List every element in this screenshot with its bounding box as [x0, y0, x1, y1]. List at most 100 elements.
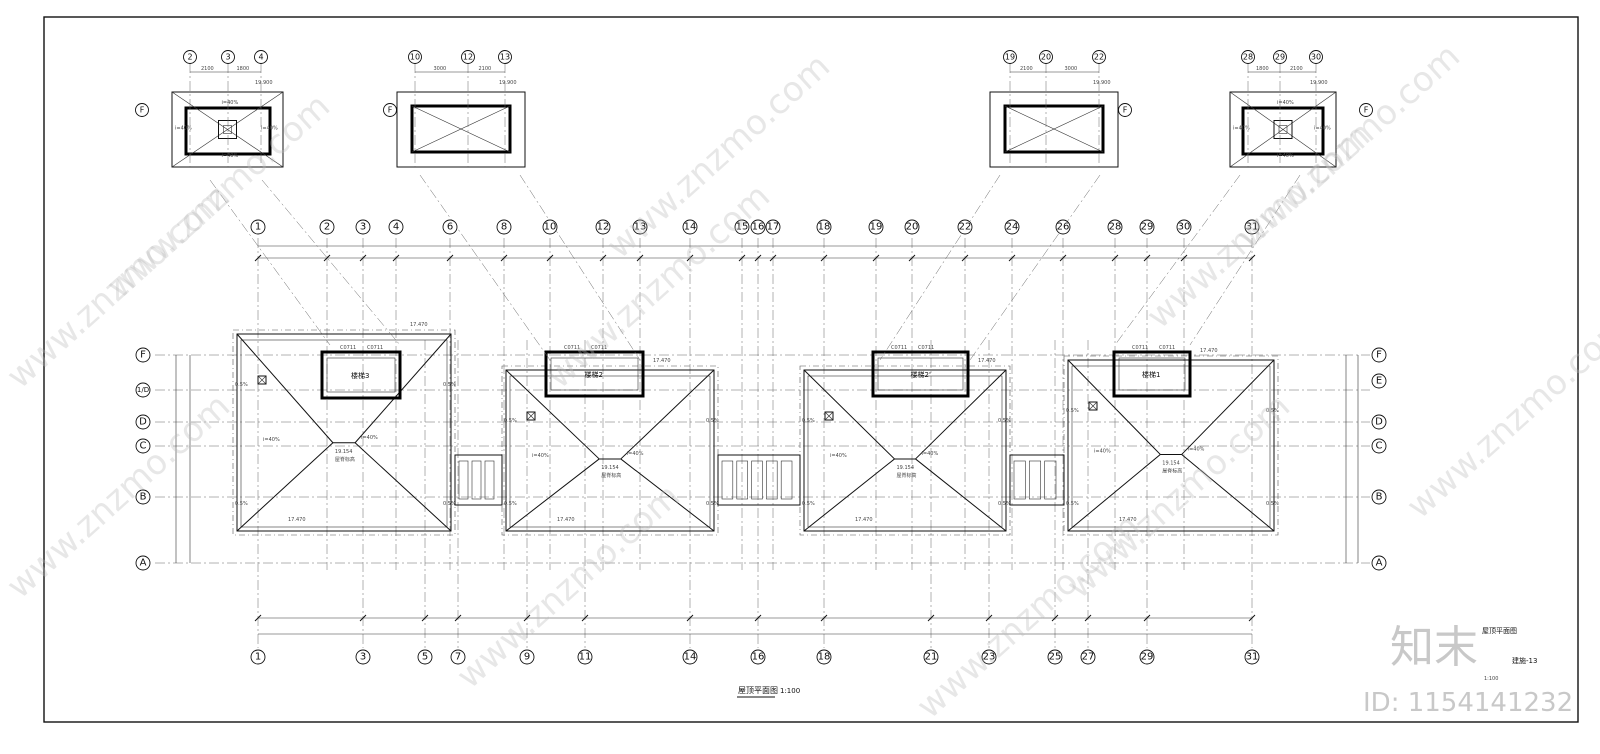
slope-label: i=40%	[922, 451, 939, 457]
axis-label-top: 15	[736, 222, 749, 233]
top-dim-tick	[254, 254, 262, 262]
slope-small: 0.5%	[706, 418, 719, 424]
axis-bubble-left	[135, 489, 151, 505]
axis-label-top: 2	[324, 222, 330, 233]
roof-eave-0	[236, 333, 452, 532]
eave-elevation: 17.470	[855, 517, 873, 523]
detail-slope: i=40%	[1277, 100, 1294, 106]
axis-bubble-top	[496, 219, 512, 235]
window-tag: C0711	[367, 345, 383, 351]
slope-label: i=40%	[1094, 448, 1111, 454]
top-dim-tick	[1008, 254, 1016, 262]
detail-dim: 2100	[1020, 66, 1033, 72]
top-dim-tick	[820, 254, 828, 262]
axis-label-bottom: 27	[1082, 652, 1095, 663]
bottom-dim-tick	[421, 614, 429, 622]
axis-bubble-left	[135, 347, 151, 363]
corridor-panel	[1013, 460, 1026, 500]
detail-axis-label: 30	[1311, 53, 1321, 62]
detail-slope: i=40%	[222, 100, 239, 106]
detail-leader	[261, 179, 401, 346]
axis-bubble-bottom	[577, 649, 593, 665]
bottom-dim-tick	[820, 614, 828, 622]
axis-label-left: C	[140, 441, 147, 452]
axis-label-left: 1/D	[137, 386, 149, 394]
axis-label-left: B	[140, 492, 147, 503]
detail-outline-1	[396, 91, 526, 168]
axis-label-right: B	[1376, 492, 1383, 503]
detail-dim: 3000	[434, 66, 447, 72]
sheet-number: 建施-13	[1512, 656, 1537, 665]
detail-leader	[1114, 174, 1241, 346]
detail-dim: 2100	[479, 66, 492, 72]
axis-bubble-top	[904, 219, 920, 235]
slope-label: i=40%	[361, 435, 378, 441]
axis-bubble-left	[135, 555, 151, 571]
detail-axis-bubble	[461, 50, 475, 64]
axis-bubble-bottom	[450, 649, 466, 665]
axis-label-bottom: 23	[983, 652, 996, 663]
detail-axis-label: 13	[500, 53, 510, 62]
watermark-text: www.znzmo.com	[0, 386, 238, 607]
detail-cross	[411, 105, 511, 153]
detail-axis-label: 28	[1243, 53, 1253, 62]
axis-bubble-top	[632, 219, 648, 235]
axis-bubble-left	[135, 438, 151, 454]
eave-elevation-top: 17.470	[978, 358, 996, 364]
detail-axis-label: 10	[410, 53, 420, 62]
slope-label: i=40%	[627, 451, 644, 457]
detail-axis-bubble	[498, 50, 512, 64]
sheet-frame	[43, 16, 1579, 723]
detail-slope: i=40%	[1277, 153, 1294, 159]
axis-bubble-top	[1055, 219, 1071, 235]
detail-outline-3	[1229, 91, 1337, 168]
hip-ridge	[915, 458, 1007, 532]
axis-label-left: A	[140, 558, 147, 569]
axis-label-top: 1	[255, 222, 261, 233]
axis-label-top: 6	[447, 222, 453, 233]
axis-bubble-left	[135, 382, 151, 398]
detail-axis-bubble	[183, 50, 197, 64]
roof-vent-3	[1088, 401, 1098, 411]
bottom-dim-tick	[523, 614, 531, 622]
axis-label-top: 17	[767, 222, 780, 233]
detail-axis-F-bubble	[1359, 103, 1373, 117]
axis-label-bottom: 31	[1246, 652, 1259, 663]
axis-bubble-bottom	[981, 649, 997, 665]
hip-ridge	[1067, 359, 1161, 455]
hip-ridge	[1067, 454, 1161, 532]
axis-label-top: 29	[1141, 222, 1154, 233]
detail-elevation: 19.900	[499, 80, 517, 86]
detail-axis-F-label: F	[1364, 106, 1369, 115]
axis-bubble-top	[595, 219, 611, 235]
top-dim-tick	[769, 254, 777, 262]
hip-ridge	[505, 458, 600, 532]
axis-label-top: 4	[393, 222, 399, 233]
axis-bubble-right	[1371, 373, 1387, 389]
axis-label-bottom: 21	[925, 652, 938, 663]
axis-bubble-bottom	[682, 649, 698, 665]
axis-bubble-right	[1371, 489, 1387, 505]
axis-bubble-top	[868, 219, 884, 235]
detail-axis-label: 12	[463, 53, 473, 62]
slope-small: 0.5%	[802, 418, 815, 424]
detail-skylight-inner	[223, 125, 232, 134]
hip-ridge	[803, 458, 895, 532]
hip-ridge	[505, 369, 600, 460]
roof-vent-2	[824, 411, 834, 421]
detail-axis-F-bubble	[383, 103, 397, 117]
top-dim-tick	[636, 254, 644, 262]
stair-house-inner-1	[550, 357, 639, 391]
axis-bubble-top	[765, 219, 781, 235]
stair-house-2	[871, 350, 970, 398]
bottom-dim-tick	[1143, 614, 1151, 622]
window-tag: C0711	[1159, 345, 1175, 351]
axis-label-top: 13	[634, 222, 647, 233]
sheet-scale: 1:100	[1484, 676, 1498, 682]
axis-bubble-right	[1371, 438, 1387, 454]
ridge-elevation: 19.154	[897, 465, 915, 471]
detail-outline-2	[989, 91, 1119, 168]
detail-dim: 3000	[1065, 66, 1078, 72]
detail-axis-F-label: F	[140, 106, 145, 115]
